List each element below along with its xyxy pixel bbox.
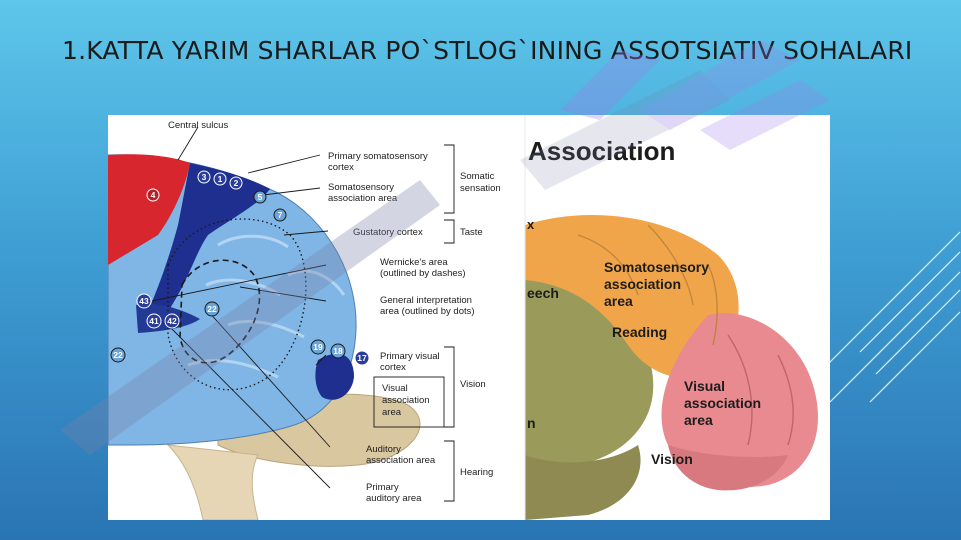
left-brain-diagram: 3 1 2 4 5 7 43 41 42 22 22 19 18 17 Cent… bbox=[108, 120, 501, 520]
svg-text:Somatosensory: Somatosensory bbox=[604, 259, 709, 275]
svg-text:area (outlined by dots): area (outlined by dots) bbox=[380, 306, 475, 317]
svg-text:association area: association area bbox=[328, 193, 398, 204]
svg-text:x: x bbox=[527, 217, 535, 232]
svg-text:area: area bbox=[382, 407, 402, 418]
svg-text:5: 5 bbox=[258, 192, 263, 202]
vision-label: Vision bbox=[651, 451, 693, 467]
svg-text:General interpretation: General interpretation bbox=[380, 295, 472, 306]
svg-text:41: 41 bbox=[149, 316, 159, 326]
svg-text:area: area bbox=[604, 293, 633, 309]
area-numbers: 3 1 2 4 5 7 43 41 42 22 22 19 18 17 bbox=[110, 170, 370, 366]
svg-text:Taste: Taste bbox=[460, 227, 483, 238]
svg-text:n: n bbox=[527, 415, 536, 431]
svg-text:Vision: Vision bbox=[460, 379, 486, 390]
svg-text:association area: association area bbox=[366, 455, 436, 466]
svg-text:19: 19 bbox=[313, 342, 323, 352]
svg-text:cortex: cortex bbox=[328, 162, 354, 173]
svg-text:association: association bbox=[382, 395, 430, 406]
svg-text:17: 17 bbox=[357, 353, 367, 363]
svg-text:1: 1 bbox=[218, 174, 223, 184]
svg-text:18: 18 bbox=[333, 346, 343, 356]
central-sulcus-label: Central sulcus bbox=[168, 120, 228, 131]
svg-text:Primary: Primary bbox=[366, 482, 399, 493]
slide-title: 1.KATTA YARIM SHARLAR PO`STLOG`INING ASS… bbox=[62, 36, 913, 65]
svg-text:Visual: Visual bbox=[382, 383, 408, 394]
svg-text:sensation: sensation bbox=[460, 183, 501, 194]
svg-text:area: area bbox=[684, 412, 713, 428]
svg-text:43: 43 bbox=[139, 296, 149, 306]
svg-text:association: association bbox=[684, 395, 761, 411]
svg-text:4: 4 bbox=[151, 190, 156, 200]
svg-text:Primary somatosensory: Primary somatosensory bbox=[328, 151, 428, 162]
svg-text:Hearing: Hearing bbox=[460, 467, 493, 478]
brain-illustration: 3 1 2 4 5 7 43 41 42 22 22 19 18 17 Cent… bbox=[108, 115, 830, 520]
svg-text:42: 42 bbox=[167, 316, 177, 326]
svg-text:2: 2 bbox=[234, 178, 239, 188]
svg-text:Visual: Visual bbox=[684, 378, 725, 394]
right-brain-diagram: Association x eech Somatosensory associa… bbox=[525, 115, 830, 520]
svg-text:7: 7 bbox=[278, 210, 283, 220]
svg-text:Wernicke's area: Wernicke's area bbox=[380, 257, 448, 268]
svg-text:association: association bbox=[604, 276, 681, 292]
svg-text:Somatic: Somatic bbox=[460, 171, 495, 182]
reading-label: Reading bbox=[612, 324, 667, 340]
svg-text:22: 22 bbox=[207, 304, 217, 314]
svg-text:cortex: cortex bbox=[380, 362, 406, 373]
brain-figure: 3 1 2 4 5 7 43 41 42 22 22 19 18 17 Cent… bbox=[108, 115, 830, 520]
association-title: Association bbox=[528, 136, 675, 166]
svg-text:Gustatory cortex: Gustatory cortex bbox=[353, 227, 423, 238]
svg-text:Primary visual: Primary visual bbox=[380, 351, 440, 362]
left-labels: Primary somatosensory cortex Somatosenso… bbox=[328, 151, 501, 504]
svg-text:Somatosensory: Somatosensory bbox=[328, 182, 394, 193]
svg-text:Auditory: Auditory bbox=[366, 444, 401, 455]
speech-label: eech bbox=[527, 285, 559, 301]
svg-text:3: 3 bbox=[202, 172, 207, 182]
svg-text:(outlined by dashes): (outlined by dashes) bbox=[380, 268, 466, 279]
svg-text:auditory area: auditory area bbox=[366, 493, 422, 504]
svg-text:22: 22 bbox=[113, 350, 123, 360]
